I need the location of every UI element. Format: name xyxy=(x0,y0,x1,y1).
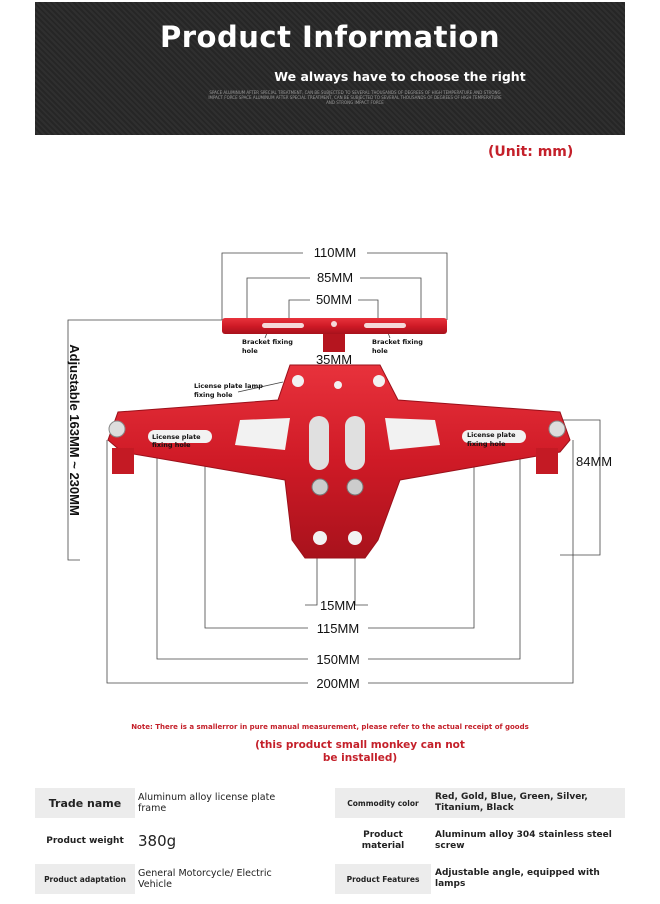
label-plate-left-2: fixing hole xyxy=(152,441,191,449)
label-bracket-left-1: Bracket fixing xyxy=(242,338,293,346)
unit-label: (Unit: mm) xyxy=(488,144,574,160)
label-bracket-left-2: hole xyxy=(242,347,258,355)
header-banner: Product Information We always have to ch… xyxy=(35,2,625,135)
spec-row: Trade name Aluminum alloy license plate … xyxy=(35,784,625,822)
compatibility-note: (this product small monkey can not be in… xyxy=(255,739,465,764)
commodity-color-value: Red, Gold, Blue, Green, Silver, Titanium… xyxy=(431,788,625,818)
commodity-color-label: Commodity color xyxy=(335,788,431,818)
dim-84: 84MM xyxy=(576,454,612,469)
product-material-value: Aluminum alloy 304 stainless steel screw xyxy=(435,830,612,851)
label-plate-left-1: License plate xyxy=(152,433,201,441)
product-material-label: Product material xyxy=(335,826,431,856)
dim-115: 115MM xyxy=(317,621,359,636)
product-adaptation-value: General Motorcycle/ Electric Vehicle xyxy=(138,868,272,890)
dimension-diagram: 110MM 85MM 50MM 35MM 84MM 15MM 115MM 150… xyxy=(67,245,612,691)
dimension-lines xyxy=(67,252,601,684)
dim-85: 85MM xyxy=(317,270,353,285)
trade-name-label: Trade name xyxy=(35,788,135,818)
label-plate-right-2: fixing hole xyxy=(467,440,506,448)
dim-200: 200MM xyxy=(316,676,359,691)
dim-150: 150MM xyxy=(316,652,359,667)
spec-row: Product adaptation General Motorcycle/ E… xyxy=(35,860,625,898)
product-weight-label: Product weight xyxy=(46,836,124,846)
product-adaptation-label: Product adaptation xyxy=(35,864,135,894)
label-bracket-right-2: hole xyxy=(372,347,388,355)
product-features-value: Adjustable angle, equipped with lamps xyxy=(435,868,600,889)
dim-50: 50MM xyxy=(316,292,352,307)
mounting-bracket xyxy=(222,318,447,352)
product-features-label: Product Features xyxy=(335,864,431,894)
label-lamp-2: fixing hole xyxy=(194,391,233,399)
license-plate-frame xyxy=(107,364,571,559)
dim-15: 15MM xyxy=(320,598,356,613)
dim-vertical-adjustable: Adjustable 163MM ~ 230MM xyxy=(67,344,82,516)
banner-subtitle: We always have to choose the right xyxy=(274,69,526,84)
spec-table: Trade name Aluminum alloy license plate … xyxy=(35,784,625,898)
measurement-note: Note: There is a smallerror in pure manu… xyxy=(131,723,529,731)
label-lamp-1: License plate lamp xyxy=(194,382,263,390)
trade-name-value: Aluminum alloy license plate frame xyxy=(138,792,276,814)
banner-fine-print: SPACE ALUMINUM AFTER SPECIAL TREATMENT, … xyxy=(208,90,502,105)
product-material-label-1: Product xyxy=(363,830,403,840)
label-bracket-right-1: Bracket fixing xyxy=(372,338,423,346)
banner-title: Product Information xyxy=(160,20,500,54)
label-plate-right-1: License plate xyxy=(467,431,516,439)
product-weight-value: 380g xyxy=(138,831,177,850)
dim-110: 110MM xyxy=(314,245,356,260)
product-material-label-2: material xyxy=(361,841,405,851)
dim-35: 35MM xyxy=(316,352,352,367)
spec-row: Product weight 380g Product material Alu… xyxy=(35,822,625,860)
